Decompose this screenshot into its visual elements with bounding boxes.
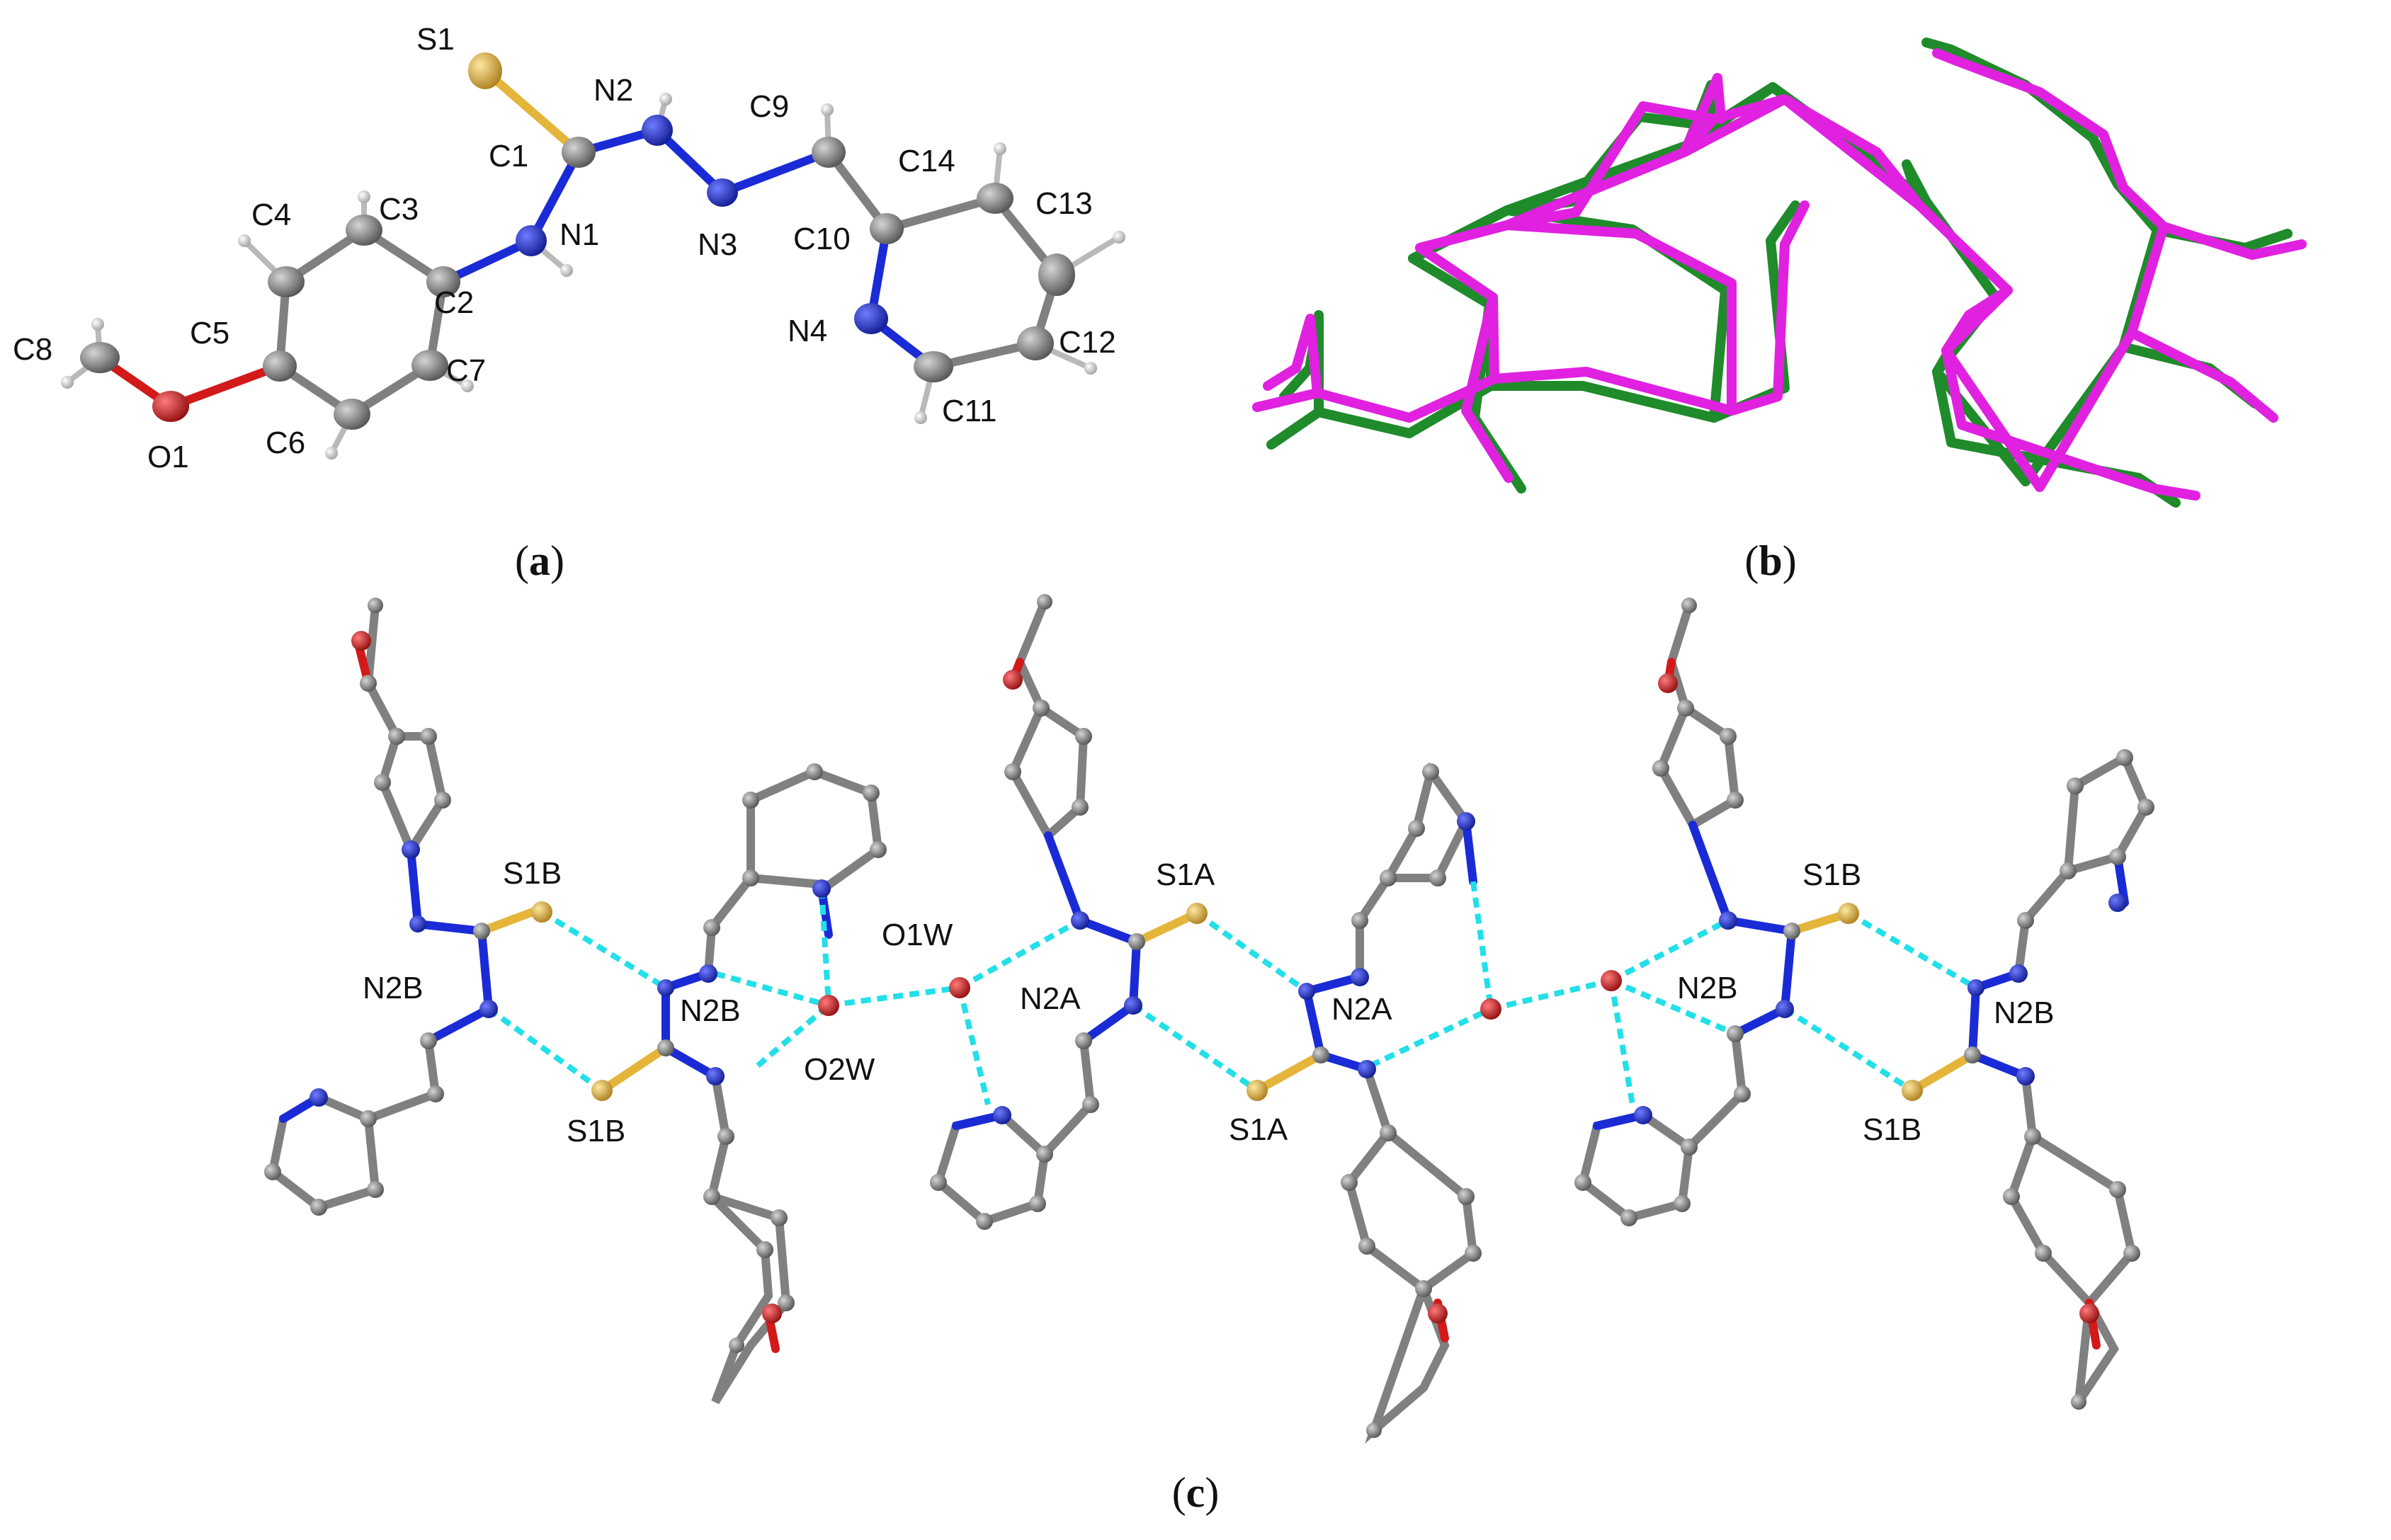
label-n4: N4	[788, 314, 827, 348]
label-c-n2a-1: N2A	[1020, 981, 1081, 1016]
atom-c9	[812, 137, 846, 168]
label-c11: C11	[942, 394, 996, 428]
label-c13: C13	[1035, 186, 1093, 221]
atom-c7	[411, 350, 448, 381]
overlay-magenta	[1252, 48, 2307, 501]
panel-c-atom-labels: S1B N2B N2B O1W O2W S1B N2A S1A N2A S1A …	[363, 856, 2055, 1148]
atom-s1	[468, 52, 502, 89]
label-s1: S1	[416, 22, 455, 57]
label-c1: C1	[489, 139, 528, 173]
label-c5: C5	[190, 316, 229, 350]
label-c-o2w: O2W	[804, 1052, 875, 1087]
atom-n4	[854, 303, 888, 334]
label-n1: N1	[560, 217, 599, 252]
label-c9: C9	[749, 89, 789, 124]
panel-a-atom-labels: S1 N2 C9 C1 C14 C4 C3 N1 N3 C10 C13 C5 C…	[13, 22, 1116, 474]
label-c-s1b-4: S1B	[1863, 1112, 1921, 1147]
label-c-n2b-4: N2B	[1994, 996, 2055, 1030]
atom-c10	[870, 213, 904, 244]
panel-c-hydrogen-bonds	[487, 881, 1978, 1105]
atom-c13	[1038, 253, 1075, 296]
atom-c12	[1017, 326, 1054, 360]
label-c12: C12	[1059, 325, 1116, 360]
label-c-n2b-1: N2B	[363, 971, 424, 1005]
panel-c-bonds	[268, 598, 2151, 1444]
label-n3: N3	[698, 227, 737, 262]
label-c-s1b-3: S1B	[1802, 857, 1861, 892]
label-c-s1b-1: S1B	[503, 856, 562, 891]
caption-c: (c)	[1172, 1469, 1220, 1516]
atom-c5	[263, 350, 297, 382]
label-c-o1w: O1W	[882, 918, 953, 952]
caption-a: (a)	[515, 537, 564, 584]
label-c-s1a-1: S1A	[1156, 857, 1215, 892]
label-o1: O1	[147, 440, 189, 474]
label-c8: C8	[13, 332, 52, 367]
atom-c11	[914, 351, 953, 382]
label-c-n2a-2: N2A	[1331, 992, 1392, 1027]
atom-n1	[516, 225, 547, 256]
label-c7: C7	[446, 353, 486, 388]
label-c2: C2	[434, 285, 474, 320]
atom-n2	[642, 115, 673, 146]
label-n2: N2	[594, 73, 633, 108]
atom-o2w	[818, 995, 839, 1016]
panel-b-overlay-structure: (b)	[1252, 38, 2307, 584]
label-c-s1b-2: S1B	[567, 1114, 625, 1148]
label-c-n2b-3: N2B	[1677, 971, 1738, 1005]
label-c-n2b-2: N2B	[680, 993, 741, 1028]
atom-c4	[268, 266, 305, 297]
panel-c-hbond-network: S1B N2B N2B O1W O2W S1B N2A S1A N2A S1A …	[264, 594, 2154, 1516]
atom-c6	[334, 399, 370, 430]
label-c14: C14	[898, 144, 955, 178]
label-c10: C10	[793, 222, 851, 256]
panel-a-atoms	[61, 52, 1125, 460]
label-c-s1a-2: S1A	[1229, 1112, 1288, 1147]
atom-c8	[80, 342, 120, 373]
label-c3: C3	[379, 192, 419, 227]
atom-c2	[426, 266, 460, 297]
panel-c-atoms	[264, 594, 2154, 1438]
atom-c1	[562, 137, 596, 168]
atom-c14	[977, 183, 1013, 214]
label-c4: C4	[251, 198, 291, 232]
atom-o1	[152, 391, 189, 422]
atom-n3	[707, 178, 738, 207]
caption-b: (b)	[1744, 537, 1796, 584]
atom-o1w	[949, 977, 970, 998]
atom-c3	[346, 215, 382, 246]
panel-a-ortep-structure: S1 N2 C9 C1 C14 C4 C3 N1 N3 C10 C13 C5 C…	[13, 22, 1125, 584]
label-c6: C6	[266, 426, 305, 460]
